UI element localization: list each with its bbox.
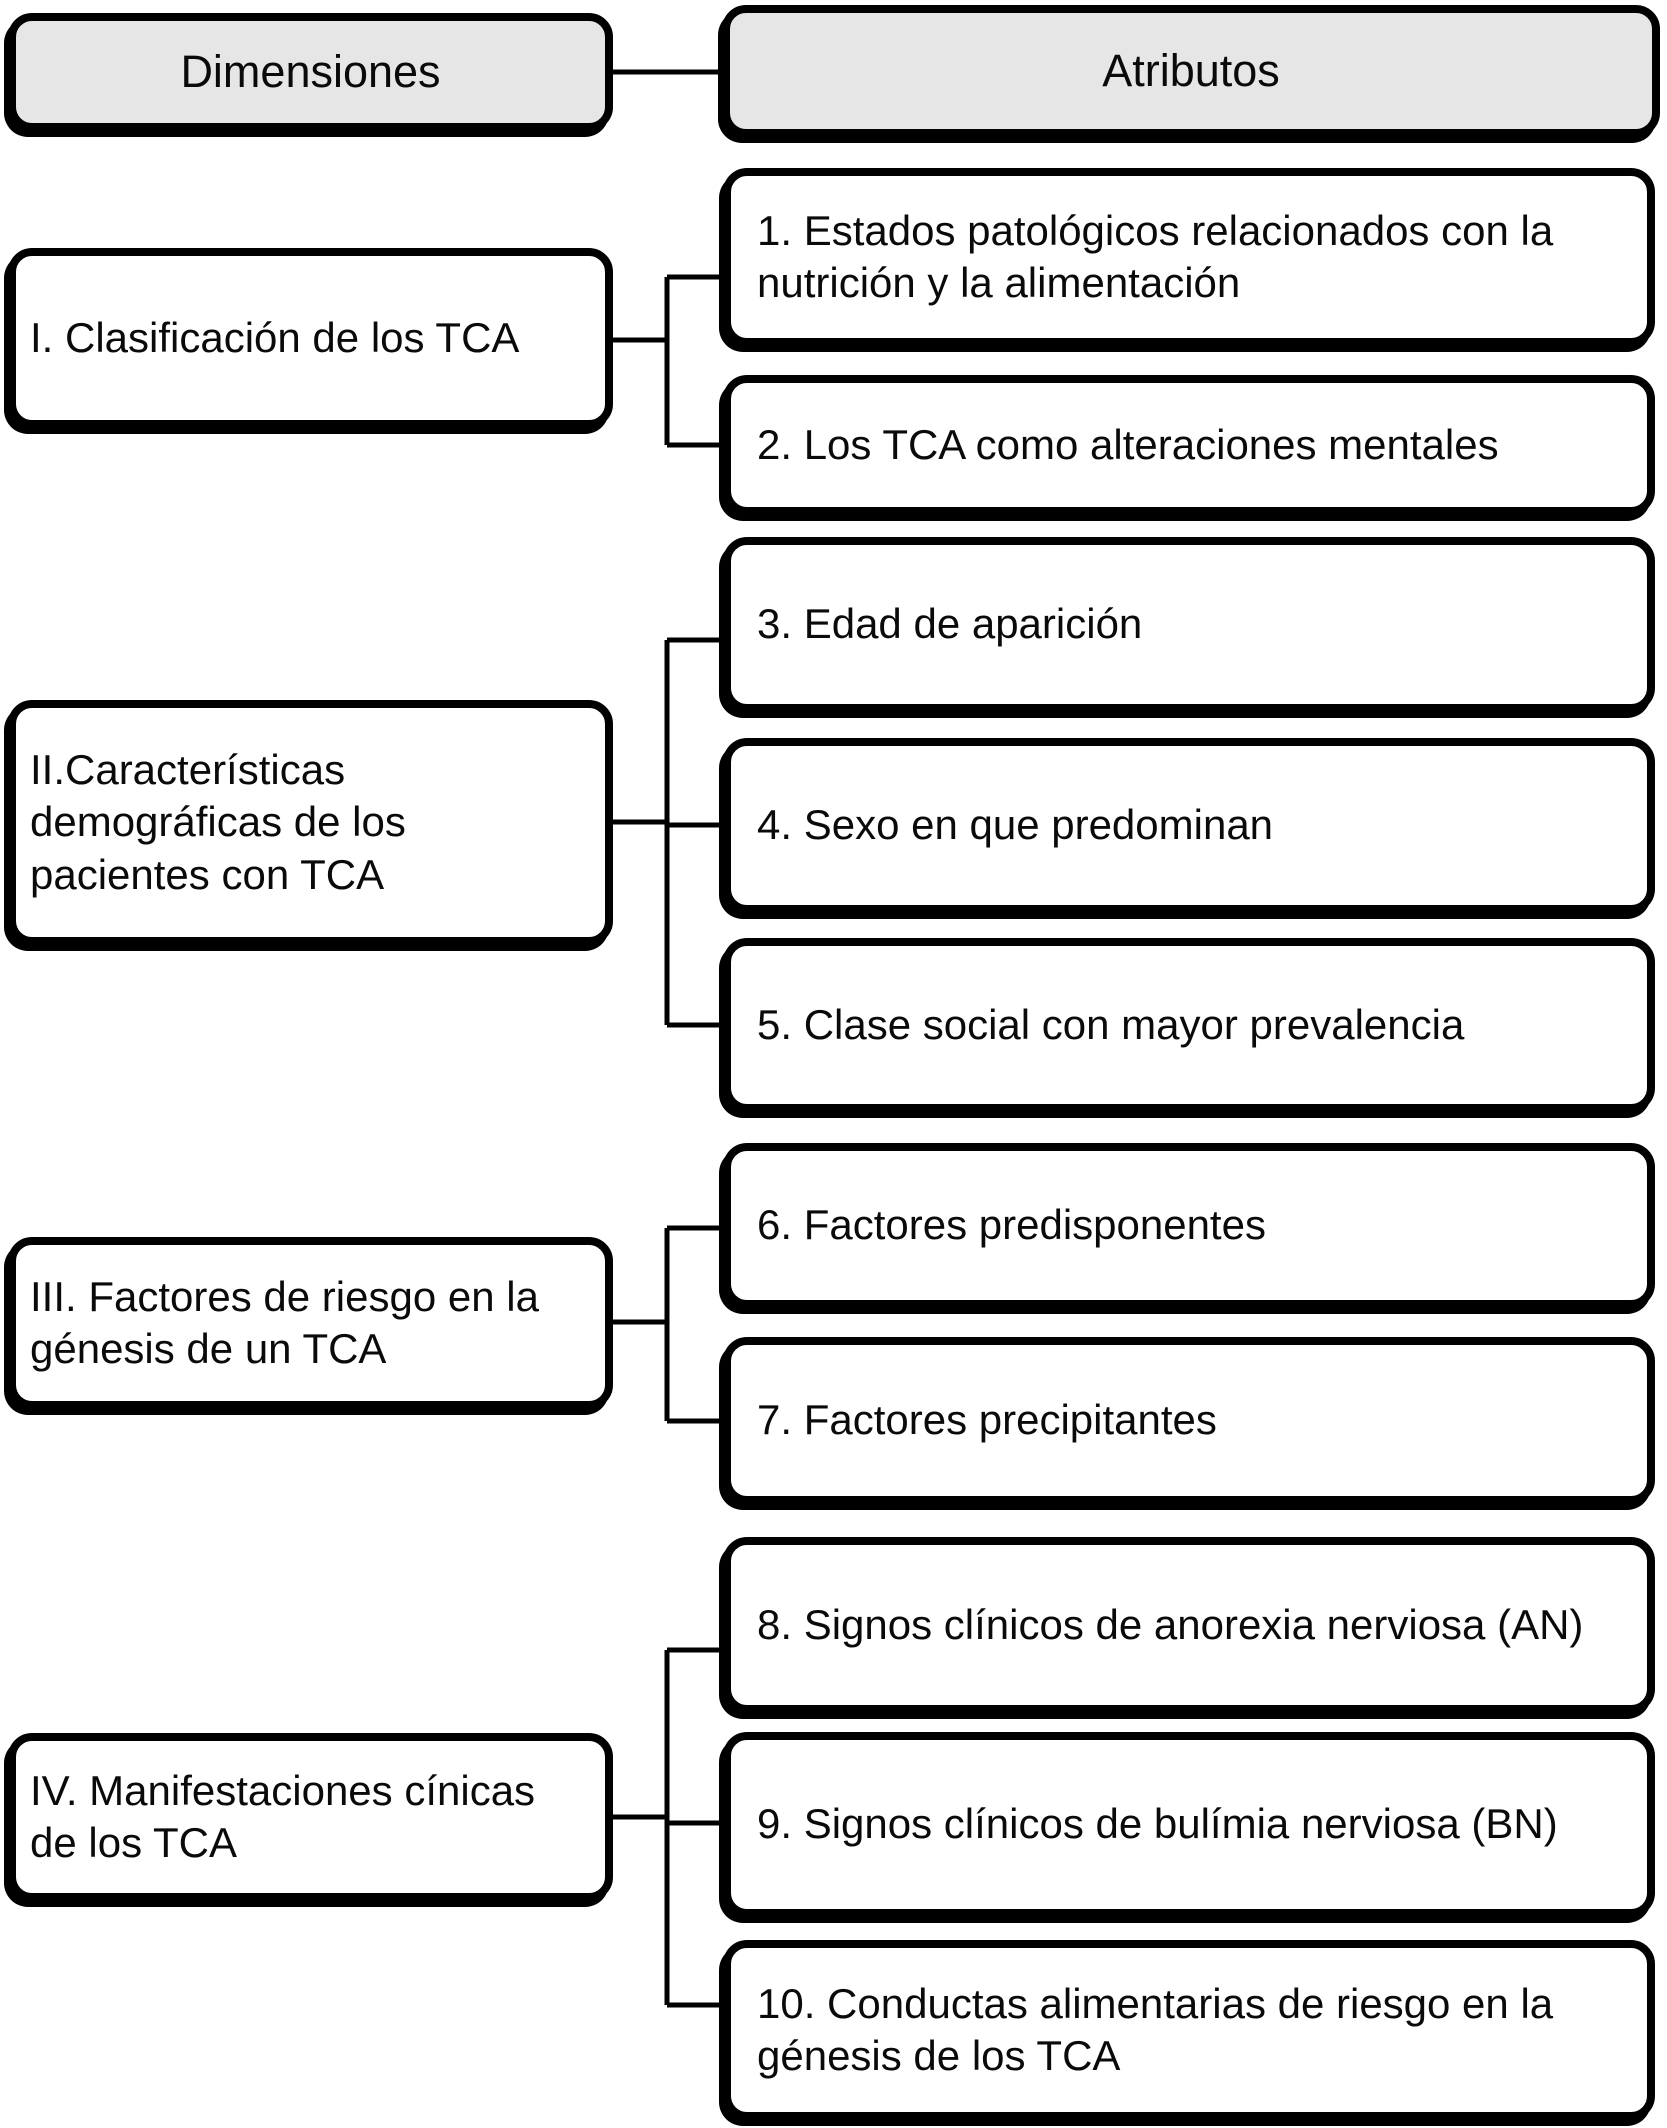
attribute-label: 9. Signos clínicos de bulímia nerviosa (… xyxy=(757,1800,1558,1848)
dimension-box-3: III. Factores de riesgo en la génesis de… xyxy=(8,1237,613,1409)
dimension-box-2: II.Características demográficas de los p… xyxy=(8,700,613,945)
attribute-label: 2. Los TCA como alteraciones mentales xyxy=(757,420,1499,468)
attribute-box-4: 4. Sexo en que predominan xyxy=(723,738,1655,913)
attribute-box-7: 7. Factores precipitantes xyxy=(723,1337,1655,1504)
attribute-label: 3. Edad de aparición xyxy=(757,600,1143,648)
header-atributos-box: Atributos xyxy=(722,5,1660,137)
dimension-label: II.Características demográficas de los p… xyxy=(30,745,406,898)
attribute-label: 10. Conductas alimentarias de riesgo en … xyxy=(757,1979,1554,2080)
attribute-box-10: 10. Conductas alimentarias de riesgo en … xyxy=(723,1940,1655,2120)
attribute-box-5: 5. Clase social con mayor prevalencia xyxy=(723,938,1655,1112)
attribute-label: 4. Sexo en que predominan xyxy=(757,801,1274,849)
attribute-label: 6. Factores predisponentes xyxy=(757,1201,1266,1249)
attribute-label: 1. Estados patológicos relacionados con … xyxy=(757,206,1554,307)
connector-group-4 xyxy=(610,1647,726,2008)
header-dimensiones-label: Dimensiones xyxy=(180,45,441,97)
connector-group-3 xyxy=(610,1225,726,1424)
connector-group-1 xyxy=(610,274,726,448)
attribute-box-9: 9. Signos clínicos de bulímia nerviosa (… xyxy=(723,1732,1655,1917)
header-dimensiones-box: Dimensiones xyxy=(8,13,613,131)
dimension-box-1: I. Clasificación de los TCA xyxy=(8,248,613,428)
header-atributos-label: Atributos xyxy=(1102,44,1280,96)
dimension-label: IV. Manifestaciones cínicas de los TCA xyxy=(30,1766,536,1867)
attribute-box-8: 8. Signos clínicos de anorexia nerviosa … xyxy=(723,1537,1655,1713)
connector-group-2 xyxy=(610,637,726,1028)
dimension-label: III. Factores de riesgo en la génesis de… xyxy=(30,1272,539,1373)
dimension-box-4: IV. Manifestaciones cínicas de los TCA xyxy=(8,1733,613,1901)
attribute-label: 8. Signos clínicos de anorexia nerviosa … xyxy=(757,1600,1584,1648)
attribute-box-6: 6. Factores predisponentes xyxy=(723,1143,1655,1308)
attribute-box-3: 3. Edad de aparición xyxy=(723,537,1655,712)
attribute-label: 7. Factores precipitantes xyxy=(757,1396,1217,1444)
attribute-box-2: 2. Los TCA como alteraciones mentales xyxy=(723,375,1655,515)
dimension-label: I. Clasificación de los TCA xyxy=(30,313,520,361)
attribute-box-1: 1. Estados patológicos relacionados con … xyxy=(723,168,1655,346)
attribute-label: 5. Clase social con mayor prevalencia xyxy=(757,1000,1465,1048)
